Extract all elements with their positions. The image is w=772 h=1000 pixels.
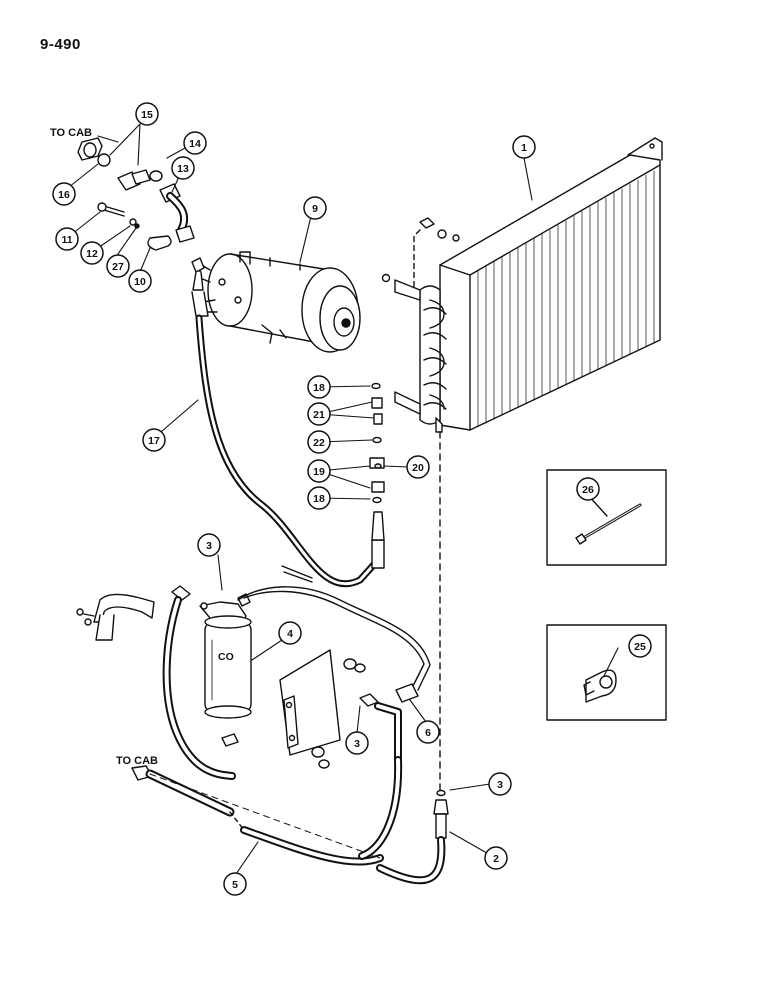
callout-1: 1 bbox=[521, 142, 527, 154]
callout-15: 15 bbox=[141, 109, 153, 121]
condenser bbox=[381, 137, 663, 433]
callout-20: 20 bbox=[412, 462, 424, 474]
to-cab-fittings bbox=[77, 137, 195, 251]
callout-2: 2 bbox=[493, 853, 499, 865]
hose-left bbox=[162, 585, 236, 780]
callout-4: 4 bbox=[287, 628, 293, 640]
callout-circles bbox=[52, 102, 652, 896]
callout-16: 16 bbox=[58, 189, 70, 201]
hose-17 bbox=[191, 257, 385, 588]
callout-27: 27 bbox=[112, 261, 124, 273]
callout-10: 10 bbox=[134, 276, 146, 288]
callout-3a: 3 bbox=[206, 540, 212, 552]
mounting-plate bbox=[221, 649, 366, 769]
callout-13: 13 bbox=[177, 163, 189, 175]
page-number: 9-490 bbox=[40, 36, 81, 53]
cable-tie-inset bbox=[546, 469, 667, 566]
callout-17: 17 bbox=[148, 435, 160, 447]
callout-11: 11 bbox=[61, 234, 72, 246]
clamp-inset bbox=[546, 624, 667, 721]
callout-18b: 18 bbox=[313, 493, 325, 505]
callout-25: 25 bbox=[634, 641, 646, 653]
hose-2 bbox=[376, 789, 449, 885]
callout-12: 12 bbox=[86, 248, 98, 260]
hose-6 bbox=[281, 565, 419, 860]
callout-numbers: 1 2 3 3 3 4 5 6 9 10 11 12 13 14 15 16 1… bbox=[58, 109, 646, 891]
drier-strap bbox=[76, 593, 155, 641]
to-cab-label-top: TO CAB bbox=[50, 127, 92, 139]
callout-22: 22 bbox=[313, 437, 325, 449]
callout-26: 26 bbox=[582, 484, 594, 496]
compressor bbox=[199, 251, 361, 353]
callout-14: 14 bbox=[189, 138, 201, 150]
fitting-stack bbox=[369, 382, 385, 504]
callout-19: 19 bbox=[313, 466, 325, 478]
callout-3b: 3 bbox=[354, 738, 360, 750]
callout-5: 5 bbox=[232, 879, 238, 891]
callout-21: 21 bbox=[313, 409, 325, 421]
svg-text:CO: CO bbox=[218, 651, 234, 663]
callout-18a: 18 bbox=[313, 382, 325, 394]
callout-9: 9 bbox=[312, 203, 318, 215]
to-cab-label-bottom: TO CAB bbox=[116, 755, 158, 767]
callout-6: 6 bbox=[425, 727, 431, 739]
receiver-drier: CO bbox=[199, 586, 431, 719]
callout-3c: 3 bbox=[497, 779, 503, 791]
hose-5 bbox=[131, 765, 384, 866]
